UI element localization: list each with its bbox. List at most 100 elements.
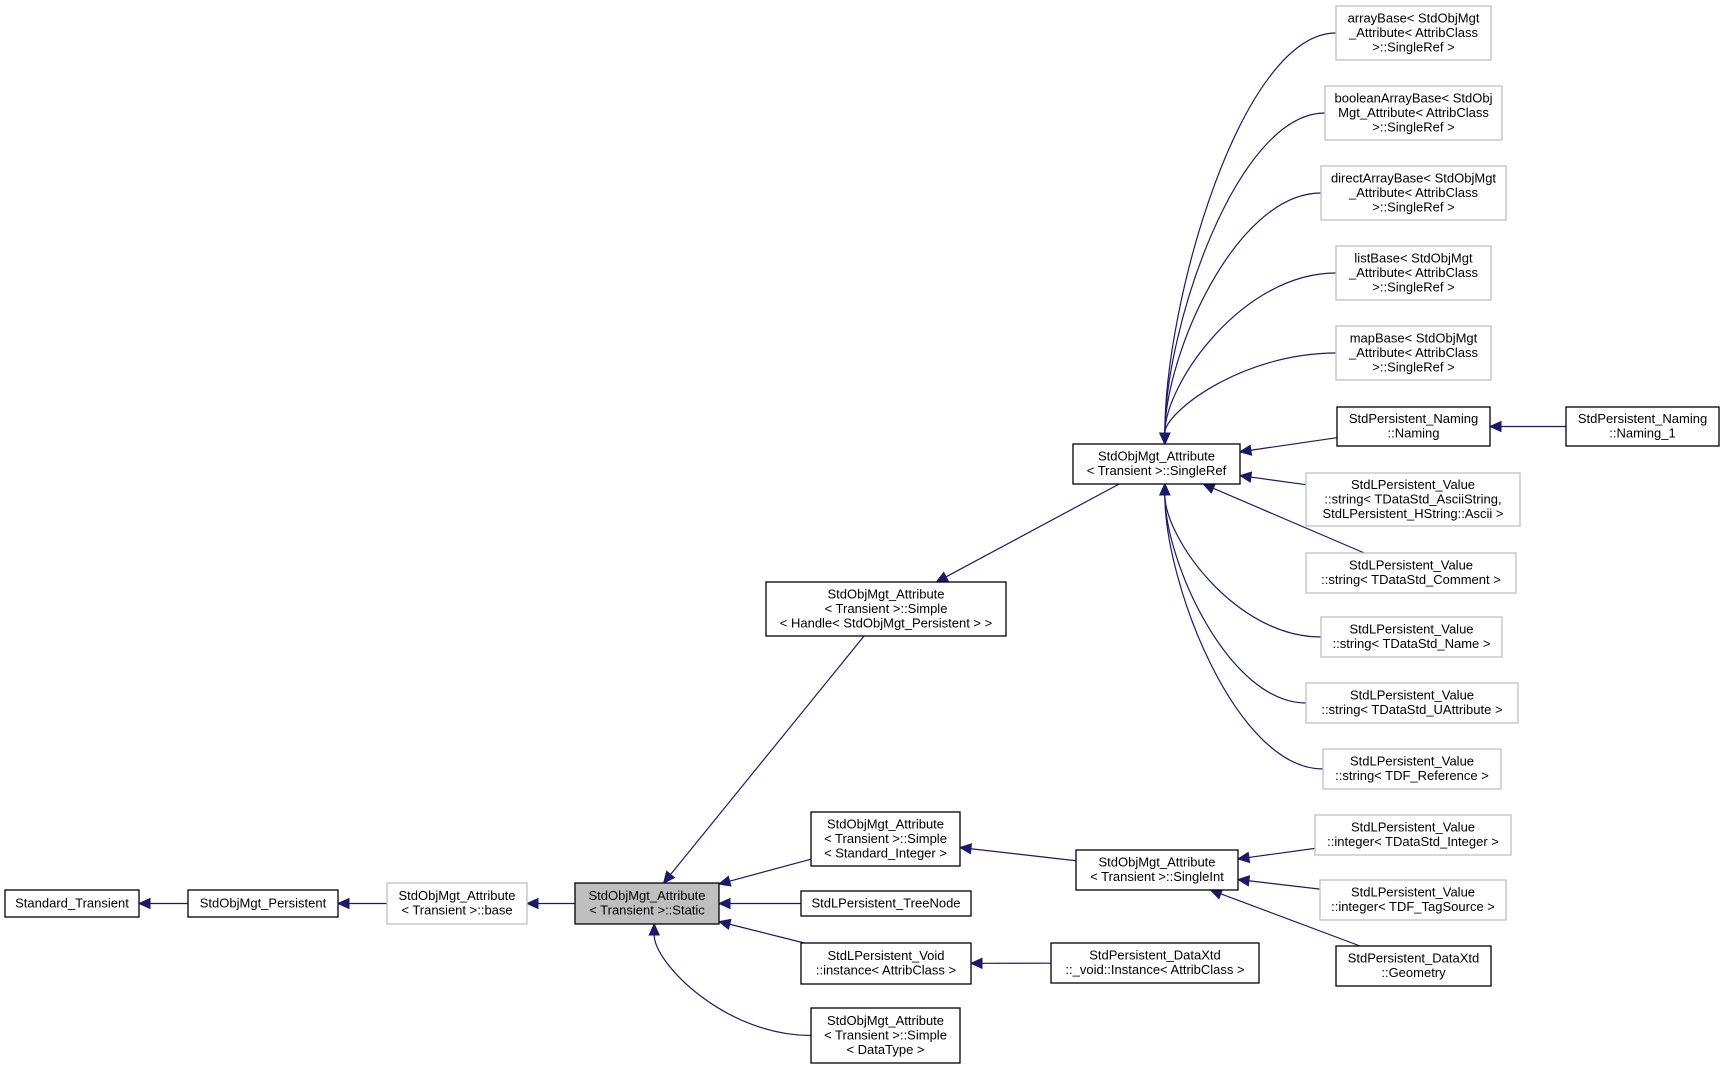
arrowhead-icon (969, 957, 983, 970)
class-node-value-name[interactable]: StdLPersistent_Value::string< TDataStd_N… (1320, 616, 1503, 658)
class-node-mapbase[interactable]: mapBase< StdObjMgt_Attribute< AttribClas… (1335, 325, 1492, 381)
class-node-singleint[interactable]: StdObjMgt_Attribute< Transient >::Single… (1075, 849, 1239, 891)
edge-line (1164, 112, 1326, 434)
class-label-line: StdLPersistent_Value (1350, 688, 1474, 703)
class-node-value-integer[interactable]: StdLPersistent_Value::integer< TDataStd_… (1314, 814, 1512, 856)
class-label-line: ::_void::Instance< AttribClass > (1065, 962, 1244, 977)
edge-line (1164, 192, 1322, 434)
class-node-dataxtd-void[interactable]: StdPersistent_DataXtd::_void::Instance< … (1050, 942, 1260, 984)
class-node-value-ascii[interactable]: StdLPersistent_Value::string< TDataStd_A… (1305, 472, 1521, 527)
inheritance-edge-arraybase-to-singleref (1159, 32, 1337, 446)
class-label-line: < Handle< StdObjMgt_Persistent > > (780, 615, 992, 630)
class-node-attr-static[interactable]: StdObjMgt_Attribute< Transient >::Static (574, 882, 720, 925)
class-label-line: StdPersistent_Naming (1349, 411, 1478, 426)
class-label-line: Standard_Transient (15, 895, 129, 910)
class-node-booleanarraybase[interactable]: booleanArrayBase< StdObjMgt_Attribute< A… (1324, 85, 1503, 141)
inheritance-edge-value_name-to-singleref (1159, 482, 1322, 638)
class-label-line: ::instance< AttribClass > (816, 963, 956, 978)
inheritance-edges (137, 32, 1566, 1037)
class-box (1565, 406, 1720, 447)
class-label-line: StdObjMgt_Attribute (827, 586, 944, 601)
class-label-line: < Transient >::Simple (825, 601, 948, 616)
arrowhead-icon (137, 897, 151, 910)
edge-line (670, 635, 865, 875)
class-box (810, 811, 961, 867)
inheritance-edge-value_comment-to-singleref (1202, 483, 1365, 554)
class-label-line: ::string< TDataStd_UAttribute > (1321, 702, 1502, 717)
class-label-line: StdLPersistent_TreeNode (811, 895, 960, 910)
class-box (1305, 552, 1517, 594)
class-label-line: < Transient >::SingleRef (1087, 463, 1227, 478)
class-box (1319, 879, 1507, 921)
class-label-line: < Transient >::Static (589, 903, 705, 918)
inheritance-edge-singleref-to-simple_handle (935, 483, 1120, 583)
class-node-simple-datatype[interactable]: StdObjMgt_Attribute< Transient >::Simple… (810, 1007, 961, 1064)
inheritance-edge-singleint-to-simple_integer (958, 843, 1077, 862)
class-label-line: StdObjMgt_Attribute (827, 1013, 944, 1028)
arrowhead-icon (1159, 432, 1171, 446)
class-node-value-tagsource[interactable]: StdLPersistent_Value::integer< TDF_TagSo… (1319, 879, 1507, 921)
inheritance-edge-simple_datatype-to-attr_static (648, 922, 812, 1037)
class-node-simple-integer[interactable]: StdObjMgt_Attribute< Transient >::Simple… (810, 811, 961, 867)
edge-line (1248, 847, 1316, 859)
inheritance-edge-void_instance-to-attr_static (717, 918, 805, 944)
inheritance-edge-value_tdfref-to-singleref (1159, 482, 1324, 770)
class-label-line: _Attribute< AttribClass (1348, 25, 1478, 40)
class-node-stdobjmgt-persistent[interactable]: StdObjMgt_Persistent (187, 889, 339, 918)
class-box (1075, 849, 1239, 891)
edge-line (1164, 32, 1337, 434)
arrowhead-icon (336, 897, 350, 910)
class-node-treenode[interactable]: StdLPersistent_TreeNode (800, 890, 972, 917)
edge-line (729, 858, 812, 882)
class-label-line: arrayBase< StdObjMgt (1348, 10, 1480, 25)
class-node-naming[interactable]: StdPersistent_Naming::Naming (1336, 406, 1491, 447)
class-node-value-uattribute[interactable]: StdLPersistent_Value::string< TDataStd_U… (1305, 682, 1519, 724)
class-box (1072, 443, 1241, 485)
class-label-line: StdLPersistent_Void (827, 948, 944, 963)
class-node-value-tdfref[interactable]: StdLPersistent_Value::string< TDF_Refere… (1322, 748, 1502, 790)
class-label-line: StdObjMgt_Attribute (1098, 449, 1215, 464)
class-label-line: booleanArrayBase< StdObj (1335, 90, 1493, 105)
class-box (810, 1007, 961, 1064)
edge-line (970, 848, 1077, 862)
class-label-line: StdLPersistent_Value (1351, 885, 1475, 900)
class-box (386, 882, 528, 925)
class-label-line: _Attribute< AttribClass (1348, 265, 1478, 280)
class-node-standard-transient[interactable]: Standard_Transient (4, 889, 140, 918)
arrowhead-icon (717, 918, 732, 930)
inheritance-edge-stdobjmgt_persistent-to-standard_transient (137, 897, 188, 910)
class-box (1050, 942, 1260, 984)
class-label-line: ::integer< TDF_TagSource > (1331, 899, 1495, 914)
class-node-listbase[interactable]: listBase< StdObjMgt_Attribute< AttribCla… (1335, 245, 1492, 301)
class-node-singleref[interactable]: StdObjMgt_Attribute< Transient >::Single… (1072, 443, 1241, 485)
arrowhead-icon (958, 843, 973, 855)
class-node-simple-handle[interactable]: StdObjMgt_Attribute< Transient >::Simple… (765, 581, 1007, 637)
class-node-void-instance[interactable]: StdLPersistent_Void::instance< AttribCla… (800, 942, 972, 985)
inheritance-edge-simple_handle-to-attr_static (662, 635, 865, 884)
class-box (1335, 325, 1492, 381)
class-label-line: StdPersistent_DataXtd (1089, 948, 1221, 963)
class-box (1314, 814, 1512, 856)
class-node-dataxtd-geometry[interactable]: StdPersistent_DataXtd::Geometry (1335, 945, 1492, 987)
arrowhead-icon (1238, 444, 1253, 456)
edge-line (729, 923, 805, 944)
class-node-arraybase[interactable]: arrayBase< StdObjMgt_Attribute< AttribCl… (1335, 5, 1492, 61)
class-label-line: StdLPersistent_Value (1351, 477, 1475, 492)
class-node-attr-base[interactable]: StdObjMgt_Attribute< Transient >::base (386, 882, 528, 925)
class-node-naming-1[interactable]: StdPersistent_Naming::Naming_1 (1565, 406, 1720, 447)
class-box (1322, 748, 1502, 790)
class-label-line: ::string< TDF_Reference > (1335, 768, 1489, 783)
class-label-line: StdPersistent_Naming (1578, 411, 1707, 426)
class-label-line: >::SingleRef > (1372, 39, 1454, 54)
class-label-line: < Transient >::SingleInt (1090, 869, 1224, 884)
class-label-line: ::string< TDataStd_AsciiString, (1324, 491, 1501, 506)
class-box (1335, 945, 1492, 987)
inheritance-edge-value_ascii-to-singleref (1238, 471, 1307, 486)
class-box (1324, 85, 1503, 141)
class-node-directarraybase[interactable]: directArrayBase< StdObjMgt_Attribute< At… (1320, 165, 1507, 221)
inheritance-edge-value_tagsource-to-singleint (1236, 875, 1321, 890)
class-label-line: < Transient >::Simple (824, 1027, 947, 1042)
edge-line (1164, 272, 1337, 434)
class-node-value-comment[interactable]: StdLPersistent_Value::string< TDataStd_C… (1305, 552, 1517, 594)
class-label-line: listBase< StdObjMgt (1354, 250, 1473, 265)
